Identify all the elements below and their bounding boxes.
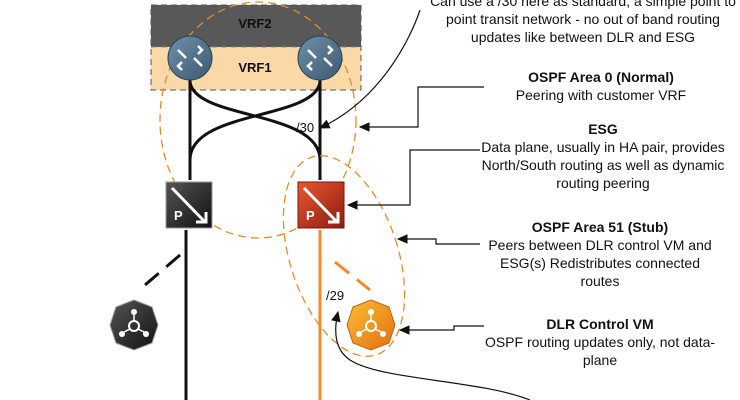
vrf2-label: VRF2: [238, 16, 272, 31]
dlr-control-note: DLR Control VM OSPF routing updates only…: [484, 315, 716, 369]
ospf-area51-note: OSPF Area 51 (Stub) Peers between DLR co…: [480, 218, 720, 290]
dlr-control-title: DLR Control VM: [546, 316, 654, 332]
link-right-left: [188, 81, 322, 161]
area51-arrow: [396, 234, 480, 245]
esg-note: ESG Data plane, usually in HA pair, prov…: [476, 120, 730, 192]
ospf-area0-title: OSPF Area 0 (Normal): [528, 69, 674, 85]
vrf1-label: VRF1: [238, 60, 272, 75]
right-control-link: [334, 260, 371, 292]
esg-arrow: [346, 149, 480, 210]
control-vm-icon: [346, 299, 396, 351]
svg-text:P: P: [306, 208, 315, 223]
vrf-box: [150, 4, 362, 91]
esg-body: Data plane, usually in HA pair, provides…: [481, 139, 725, 191]
transit-links: [184, 78, 322, 400]
area0-arrow: [358, 86, 484, 132]
router-icon: [167, 35, 213, 81]
edge-gateway-icon: P: [165, 181, 213, 229]
control-vm-icon: [109, 299, 159, 351]
dlr-control-body: OSPF routing updates only, not data-plan…: [484, 334, 716, 368]
ospf-area0-body: Peering with customer VRF: [515, 87, 687, 103]
transit-note-arrow: [318, 9, 421, 129]
transit-note: Can use a /30 here as standard, a simple…: [426, 0, 740, 46]
ospf-area0-note: OSPF Area 0 (Normal) Peering with custom…: [486, 68, 716, 104]
router-icon: [297, 35, 343, 81]
left-control-link: [144, 253, 181, 287]
ospf-area51-title: OSPF Area 51 (Stub): [531, 219, 669, 235]
esg-title: ESG: [588, 121, 618, 137]
area51-ellipse: [282, 155, 406, 357]
edge-gateway-icon: P: [297, 181, 345, 229]
svg-text:P: P: [174, 208, 183, 223]
area0-ellipse: [159, 1, 357, 239]
ospf-area51-body: Peers between DLR control VM and ESG(s) …: [488, 237, 712, 289]
transit-note-text: Can use a /30 here as standard, a simple…: [430, 0, 736, 45]
transit-29-label: /29: [326, 288, 345, 303]
transit-30-label: /30: [296, 120, 315, 135]
dlr-arrow: [398, 325, 484, 335]
bottom-curve-arrow: [331, 310, 531, 400]
